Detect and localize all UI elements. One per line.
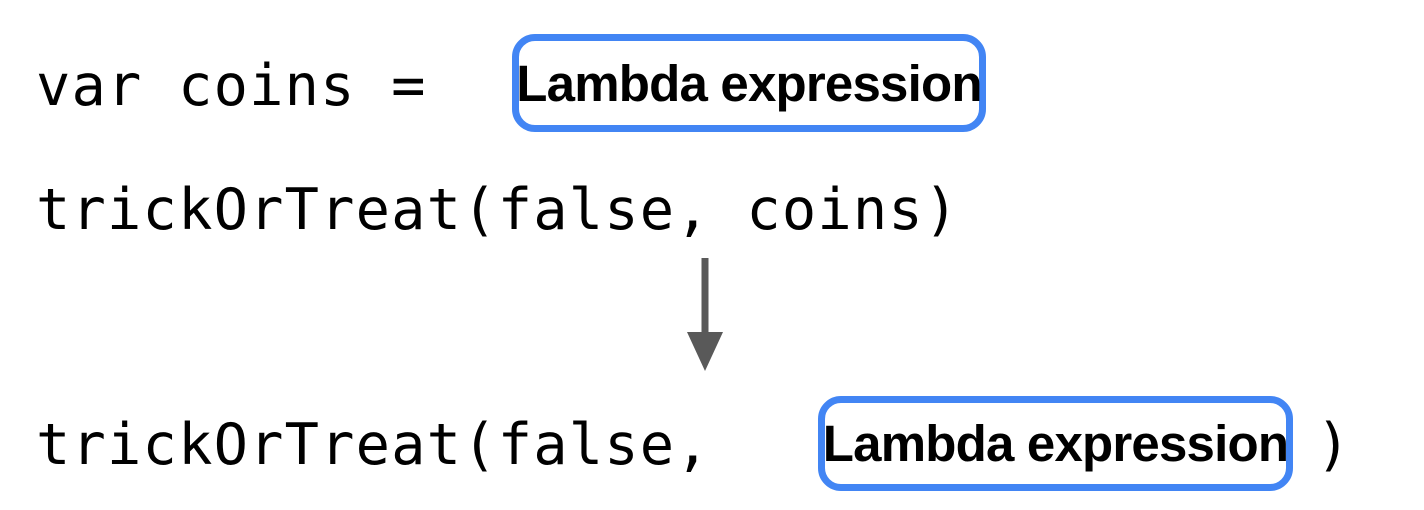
code-line-3-suffix: ) [1316, 412, 1352, 478]
arrow-down-icon [687, 258, 723, 371]
lambda-expression-chip-before-label: Lambda expression [516, 54, 982, 112]
lambda-expression-chip-after[interactable]: Lambda expression [818, 396, 1293, 491]
code-line-1-prefix: var coins = [36, 53, 463, 119]
lambda-expression-chip-after-label: Lambda expression [822, 415, 1289, 472]
lambda-expression-chip-before[interactable]: Lambda expression [512, 34, 986, 132]
code-line-3-prefix: trickOrTreat(false, [36, 412, 747, 478]
code-line-2: trickOrTreat(false, coins) [36, 177, 960, 243]
